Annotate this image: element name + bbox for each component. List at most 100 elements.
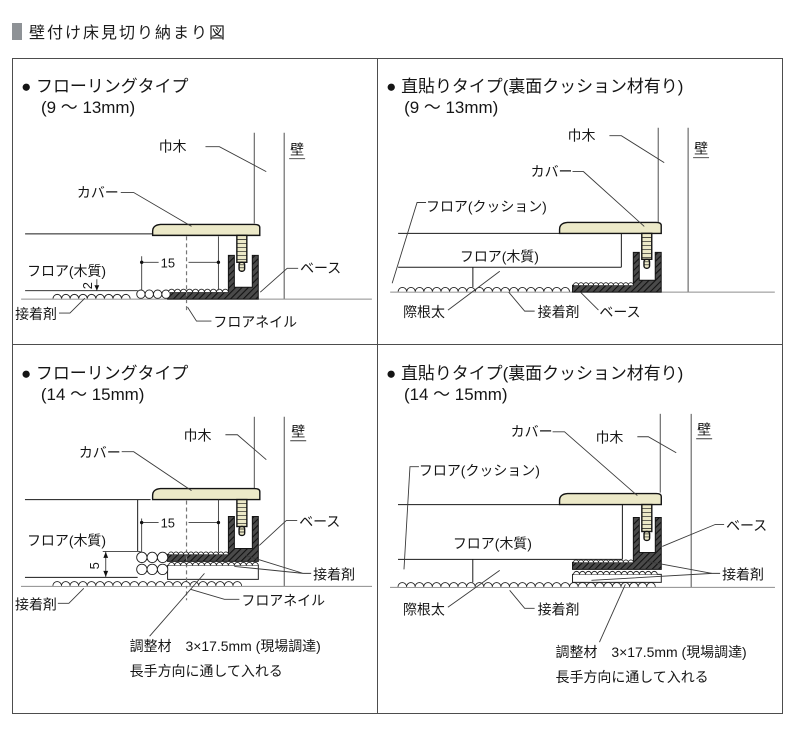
- leader-floor-cushion: [403, 466, 419, 570]
- leader-baseboard: [205, 146, 267, 173]
- title-square-icon: [12, 22, 22, 40]
- drawing-directglue-9-13: ● 直貼りタイプ(裏面クッション材有り) (9 ～ 13mm) 巾木 壁: [386, 76, 775, 320]
- adhesive-scallops-shim: [168, 562, 259, 566]
- leader-shim: [599, 584, 626, 643]
- label-floor-wood: フロア(木質): [27, 532, 106, 548]
- cover-top-bar: [558, 221, 662, 235]
- cover-top-bar: [151, 487, 261, 501]
- label-cover: カバー: [511, 424, 553, 440]
- leader-adhesive-left: [57, 588, 85, 604]
- dim-15-text: 15: [161, 516, 175, 531]
- label-baseboard: 巾木: [184, 428, 212, 444]
- drawing-directglue-14-15: ● 直貼りタイプ(裏面クッション材有り) (14 ～ 15mm) 巾木: [386, 363, 775, 685]
- leader-cover: [572, 171, 645, 227]
- leader-cover: [552, 431, 638, 496]
- label-floor-cushion: フロア(クッション): [419, 463, 540, 479]
- label-shim-line1: 調整材 3×17.5mm (現場調達): [556, 644, 747, 660]
- dim-15-dot-left: [139, 520, 144, 525]
- leader-adhesive-bottom: [509, 590, 535, 609]
- q1-heading: ● フローリングタイプ (9 ～ 13mm): [21, 77, 188, 117]
- dim-5-arrow-up: [103, 551, 109, 558]
- label-floor-wood: フロア(木質): [27, 263, 106, 279]
- quadrant-flooring-14-15: ● フローリングタイプ (14 ～ 15mm): [13, 345, 378, 713]
- q3-cover: [151, 487, 261, 537]
- q3-dim-15: 15: [139, 499, 221, 553]
- drawing-flooring-14-15: ● フローリングタイプ (14 ～ 15mm): [15, 364, 373, 679]
- label-shim-line1: 調整材 3×17.5mm (現場調達): [130, 638, 321, 654]
- leader-base: [662, 524, 725, 547]
- page-title: 壁付け床見切り納まり図: [12, 19, 227, 43]
- cover-top-bar: [151, 223, 261, 237]
- label-cover: カバー: [77, 185, 119, 201]
- dim-5-text: 5: [87, 562, 102, 569]
- q2-labels: 巾木 壁 カバー フロア(クッション) フロア(木質) 際根太 接着剤 ベース: [391, 128, 710, 320]
- label-base: ベース: [299, 514, 340, 530]
- adhesive-scallops-bottom: [397, 582, 656, 587]
- cover-top-bar: [558, 492, 662, 506]
- cover-stem-ribs: [236, 239, 247, 269]
- label-floor-wood: フロア(木質): [460, 248, 539, 264]
- adhesive-scallops-flange: [573, 559, 634, 563]
- q3-size: (14 ～ 15mm): [41, 385, 145, 404]
- dim-15-dot-left: [139, 260, 144, 264]
- q2-heading: ● 直貼りタイプ(裏面クッション材有り) (9 ～ 13mm): [386, 76, 683, 117]
- leader-adhesive-right: [234, 554, 312, 574]
- cover-stem-tip: [238, 525, 246, 537]
- q3-dim-5: 5: [87, 550, 141, 578]
- base-profile: [572, 251, 662, 293]
- label-adhesive-bottom: 接着剤: [538, 601, 580, 617]
- q3-labels: 巾木 壁 カバー フロア(木質) 接着剤 ベース 接着剤 フロアネイル 調整材 …: [15, 424, 355, 679]
- cover-stem-ribs: [641, 508, 652, 538]
- leader-shim: [149, 573, 205, 637]
- q3-title: ● フローリングタイプ: [21, 364, 188, 383]
- label-wall: 壁: [697, 422, 711, 438]
- q1-dim-2: 2: [80, 279, 100, 291]
- label-adhesive-right: 接着剤: [722, 566, 764, 582]
- cover-stem-tip: [238, 261, 246, 272]
- q4-size: (14 ～ 15mm): [404, 385, 508, 404]
- q1-size: (9 ～ 13mm): [41, 98, 135, 117]
- label-floor-nail: フロアネイル: [241, 592, 325, 608]
- label-shim-line2: 長手方向に通して入れる: [556, 669, 709, 685]
- q3-heading: ● フローリングタイプ (14 ～ 15mm): [21, 364, 188, 404]
- dim-15-lines: [141, 236, 219, 291]
- leader-edge-joist: [447, 570, 500, 608]
- q2-adhesive: [397, 282, 634, 292]
- leader-base: [259, 520, 298, 546]
- leader-edge-joist: [447, 270, 501, 311]
- q1-cover: [151, 223, 261, 272]
- leader-base: [259, 267, 299, 293]
- leader-cover: [121, 451, 192, 491]
- leader-floor-nail: [187, 306, 212, 322]
- label-base: ベース: [300, 260, 341, 276]
- drawing-flooring-9-13: ● フローリングタイプ (9 ～ 13mm) 15: [15, 77, 372, 330]
- dim-15-dot-right: [216, 520, 221, 525]
- cover-stem-tip: [643, 258, 651, 269]
- label-wall: 壁: [291, 424, 305, 440]
- base-profile: [572, 517, 662, 570]
- q2-title: ● 直貼りタイプ(裏面クッション材有り): [386, 76, 683, 96]
- cover-stem-ribs: [236, 503, 247, 533]
- label-baseboard: 巾木: [595, 430, 623, 446]
- leader-floor-nail: [190, 588, 240, 600]
- label-wall: 壁: [694, 141, 708, 157]
- leader-base: [580, 291, 599, 311]
- q4-cover: [558, 492, 662, 542]
- label-shim-line2: 長手方向に通して入れる: [130, 663, 283, 679]
- q4-labels: 巾木 壁 カバー フロア(クッション) フロア(木質) 際根太 接着剤 接着剤 …: [403, 422, 767, 685]
- dim-15-dot-right: [216, 260, 221, 264]
- adhesive-scallops-bottom: [52, 581, 243, 586]
- quadrant-directglue-9-13: ● 直貼りタイプ(裏面クッション材有り) (9 ～ 13mm) 巾木 壁: [378, 59, 782, 345]
- cover-stem-tip: [643, 530, 651, 542]
- leader-adhesive: [508, 291, 535, 312]
- leader-floor-cushion: [391, 202, 427, 284]
- label-base: ベース: [599, 304, 640, 320]
- dim-15-text: 15: [161, 255, 175, 270]
- adhesive-scallops-flange: [168, 551, 229, 555]
- cover-stem-ribs: [641, 237, 652, 266]
- q1-labels: 巾木 壁 カバー フロア(木質) 接着剤 ベース フロアネイル: [15, 139, 341, 330]
- label-baseboard: 巾木: [159, 139, 187, 155]
- label-adhesive-right: 接着剤: [313, 566, 355, 582]
- q1-title: ● フローリングタイプ: [21, 77, 188, 96]
- leader-cover: [120, 192, 192, 227]
